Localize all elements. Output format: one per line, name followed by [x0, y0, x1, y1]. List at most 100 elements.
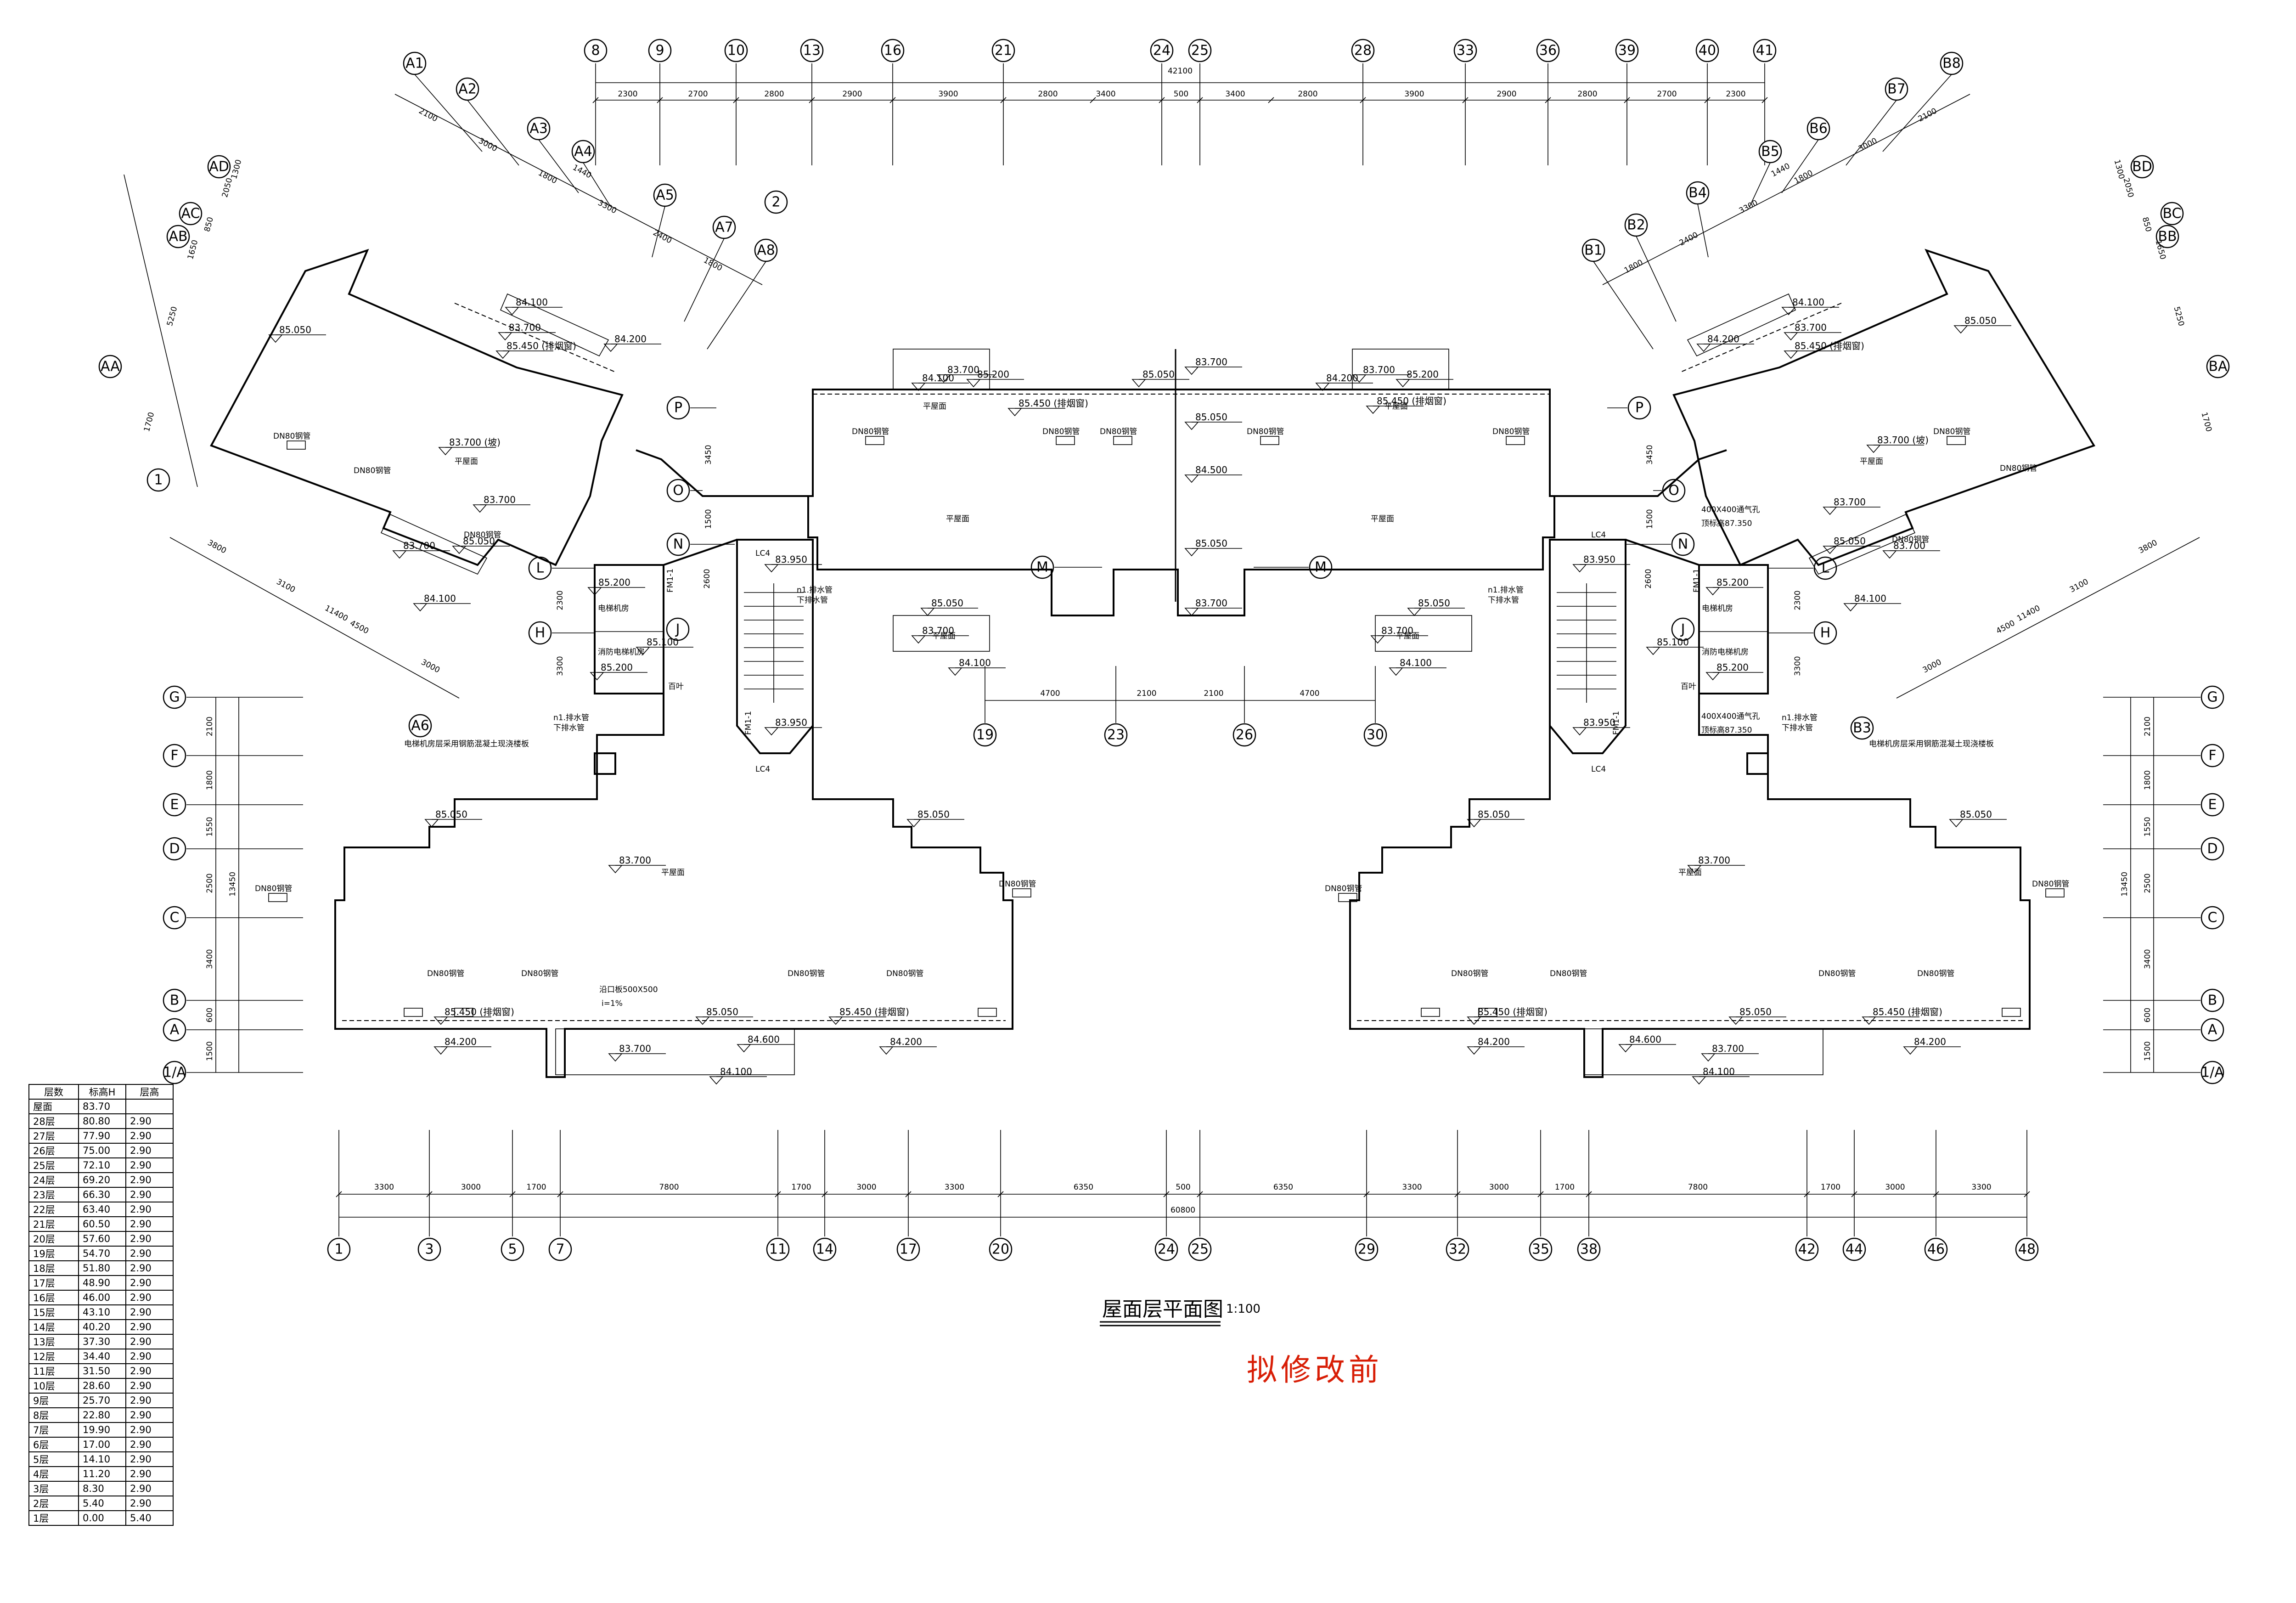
right-wing-dim: 11400 [2015, 604, 2042, 623]
elevation-mark-68: 84.200 [1914, 1036, 1946, 1047]
elevation-mark-13: 83.700 [1195, 598, 1227, 609]
elevation-mark-11-mark [1184, 474, 1199, 483]
left-dim-text: 2100 [205, 717, 214, 736]
left-wing-dim: 11400 [323, 604, 349, 623]
center-axis-bubble-L-label: L [536, 560, 544, 576]
elevation-mark-55: 83.700 [1698, 855, 1730, 866]
mid-dim-text: 4700 [1040, 689, 1060, 698]
level-table-cell: 2.90 [125, 1202, 174, 1217]
center-dim-1: 3450 [704, 445, 713, 464]
center-axis-bubble-N-label: N [673, 536, 683, 553]
note-fire_elevator-36: 消防电梯机房 [1702, 648, 1749, 657]
top-axis-bubble-9-circle [648, 39, 672, 62]
bottom-axis-bubble-29-circle [1355, 1237, 1379, 1261]
center-dim-4r: 2300 [1793, 590, 1802, 610]
top-axis-bubble-10-circle [724, 39, 748, 62]
level-table-cell: 2.90 [125, 1363, 174, 1379]
left-wing-dim: 1700 [142, 411, 157, 433]
level-table-cell: 12层 [28, 1349, 79, 1364]
elevation-mark-62-mark [608, 1053, 623, 1062]
elevation-mark-7-mark [1366, 406, 1380, 414]
elevation-mark-15-mark [911, 635, 926, 644]
elevation-mark-49: 83.700 [1834, 497, 1866, 508]
right-wing-axis-line [1636, 236, 1677, 322]
level-table-cell: 25层 [28, 1157, 79, 1173]
right-wing-outline [1672, 248, 2095, 566]
elevation-mark-27-mark [1705, 587, 1720, 596]
note-drain-11: DN80钢管 [427, 969, 464, 978]
level-table-cell: 2.90 [125, 1143, 174, 1158]
bottom-axis-bubble-7-circle [548, 1237, 572, 1261]
center-axis-bubble-r-H-circle [1813, 621, 1837, 645]
elevation-mark-31-mark [392, 550, 407, 559]
top-axis-bubble-33-circle [1453, 39, 1477, 62]
center-axis-bubble-H-label: H [535, 625, 546, 641]
note-drain-13: DN80钢管 [788, 969, 825, 978]
bottom-dim-text: 7800 [659, 1183, 679, 1192]
note-drain-5: DN80钢管 [273, 432, 310, 441]
center-axis-bubble-J-label: J [675, 621, 680, 638]
level-table-cell: 2.90 [125, 1349, 174, 1364]
elevation-mark-57: 85.050 [706, 1006, 738, 1017]
left-wing-dim: 4500 [349, 619, 371, 636]
level-table-cell: 2.90 [125, 1437, 174, 1452]
bottom-dim-text: 3300 [1402, 1183, 1422, 1192]
level-table-cell: 69.20 [78, 1172, 126, 1188]
bottom-dim-tick [822, 1191, 828, 1197]
elevation-mark-69: 84.600 [1629, 1034, 1661, 1045]
top-dim-tick [1360, 97, 1366, 103]
right-wing-dim: 3800 [2137, 538, 2159, 556]
note-door-left-2: FM1-1 [666, 569, 675, 593]
right-wing-axis-BB-circle [2155, 225, 2179, 248]
note-vent_level-42: 顶标高87.350 [1701, 519, 1752, 528]
top-dim-tick [1545, 97, 1551, 103]
level-table-cell: 7层 [28, 1422, 79, 1438]
bottom-axis-bubble-17-label: 17 [900, 1242, 917, 1258]
elevation-mark-31: 83.700 [403, 540, 435, 551]
elevation-mark-20: 83.950 [775, 554, 807, 565]
level-table-cell: 2.90 [125, 1334, 174, 1349]
level-table-cell: 3层 [28, 1481, 79, 1496]
note-flat_roof-26: 平屋面 [946, 514, 969, 524]
right-axis-bubble-E-label: E [2208, 797, 2217, 813]
top-axis-bubble-33-label: 33 [1457, 43, 1474, 59]
elevation-mark-22: 83.950 [1583, 554, 1615, 565]
drain-box-8 [268, 893, 287, 902]
note-grille-58: 百叶 [1681, 682, 1696, 691]
mid-dim-text: 2100 [1204, 689, 1223, 698]
elevation-mark-15: 83.700 [922, 625, 954, 636]
bottom-axis-bubble-32-circle [1446, 1237, 1469, 1261]
left-wing-parapet [454, 303, 616, 373]
right-wing-dim: 1440 [1770, 162, 1792, 179]
bottom-dim-text: 6350 [1074, 1183, 1093, 1192]
left-wing-axis-line [583, 162, 611, 207]
mid-dim-text: 4700 [1300, 689, 1319, 698]
center-dim-3: 2600 [703, 569, 712, 588]
note-drain-12: DN80钢管 [521, 969, 558, 978]
drain-box-13 [978, 1008, 997, 1017]
top-canopy-left [893, 349, 990, 390]
right-wing-axis-B3-circle [1850, 716, 1874, 740]
bottom-axis-bubble-11-label: 11 [769, 1242, 787, 1258]
left-axis-bubble-1/A-circle [163, 1061, 186, 1084]
elevation-mark-53: 85.050 [1478, 809, 1510, 820]
top-axis-bubble-13-circle [800, 39, 824, 62]
drain-box-5 [287, 440, 306, 450]
central-roof-outline [807, 389, 1555, 616]
bottom-axis-bubble-7-label: 7 [556, 1242, 564, 1258]
top-axis-bubble-40-label: 40 [1699, 43, 1716, 59]
note-pipe_note-37: n1.排水管 [797, 586, 833, 595]
elevation-mark-32: 84.100 [424, 593, 456, 604]
elevation-mark-67: 84.200 [1478, 1036, 1510, 1047]
right-wing-axis-line [1749, 162, 1771, 207]
connector-left [636, 400, 814, 497]
bottom-axis-bubble-38-label: 38 [1580, 1242, 1598, 1258]
top-dim-tick [1761, 97, 1768, 103]
annotation-layer: 3450150026002300330034501500260023003300… [142, 107, 2213, 1085]
drain-box-10 [1012, 888, 1031, 897]
bottom-axis-bubble-20-label: 20 [992, 1242, 1009, 1258]
